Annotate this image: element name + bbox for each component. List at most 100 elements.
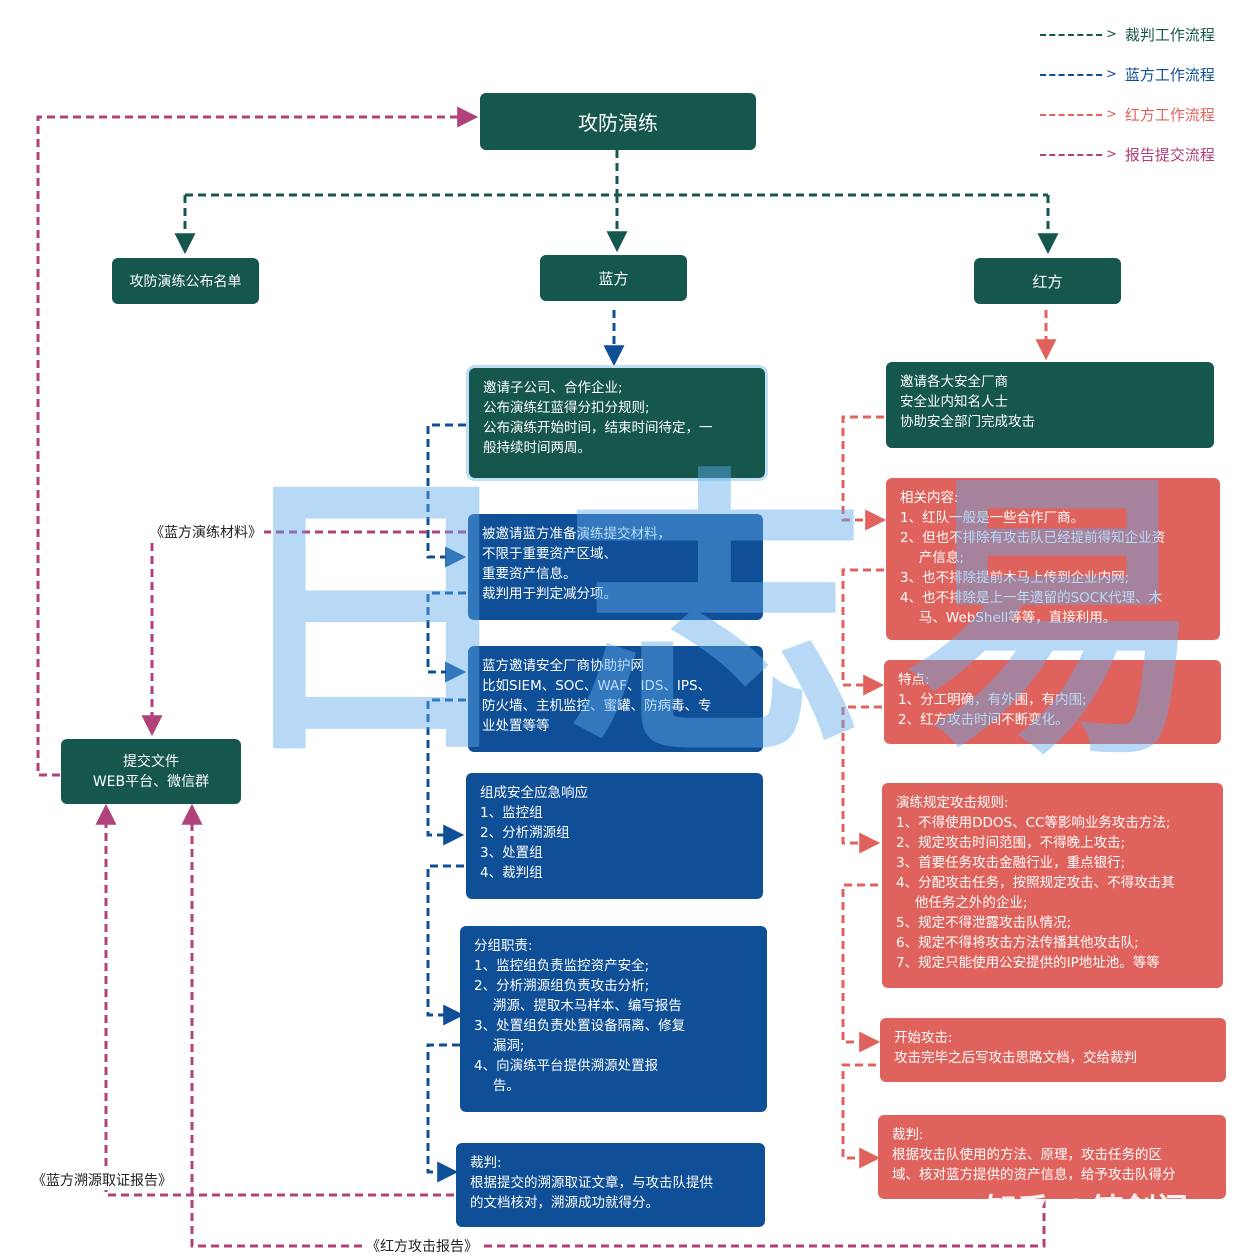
text-line: 他任务之外的企业; xyxy=(914,895,1028,911)
text-line: 防火墙、主机监控、蜜罐、防病毒、专 xyxy=(482,698,712,714)
text-line: 2、规定攻击时间范围，不得晚上攻击; xyxy=(896,835,1126,851)
text-line: 4、裁判组 xyxy=(480,865,543,881)
text-line: 的文档核对，溯源成功就得分。 xyxy=(470,1195,659,1211)
blue-vendors-box: 蓝方邀请安全厂商协助护网 比如SIEM、SOC、WAF、IDS、IPS、 防火墙… xyxy=(468,646,763,752)
legend-line-blue xyxy=(1040,73,1102,76)
connector-blue-step1 xyxy=(426,423,467,568)
text-line: 邀请子公司、合作企业; xyxy=(483,380,623,396)
text-line: 公布演练红蓝得分扣分规则; xyxy=(483,400,650,416)
text-line: 裁判: xyxy=(892,1127,924,1143)
text-line: 域、核对蓝方提供的资产信息，给予攻击队得分 xyxy=(892,1167,1176,1183)
text-line: 4、向演练平台提供溯源处置报 xyxy=(474,1058,659,1074)
connector-blue-trace-report xyxy=(95,803,454,1197)
legend-arrow-icon: > xyxy=(1106,27,1117,42)
text-line: 漏洞; xyxy=(492,1038,525,1054)
text-line: 安全业内知名人士 xyxy=(900,394,1008,410)
text-line: 裁判: xyxy=(470,1155,502,1171)
connector-red-step3 xyxy=(841,705,882,854)
text-line: 邀请各大安全厂商 xyxy=(900,374,1008,390)
text-line: 分组职责: xyxy=(474,938,533,954)
text-line: 协助安全部门完成攻击 xyxy=(900,414,1035,430)
legend-line-report xyxy=(1040,153,1102,156)
red-judge-box: 裁判: 根据攻击队使用的方法、原理，攻击任务的区 域、核对蓝方提供的资产信息，给… xyxy=(878,1115,1226,1199)
blue-invite-box: 邀请子公司、合作企业; 公布演练红蓝得分扣分规则; 公布演练开始时间，结束时间待… xyxy=(469,368,765,478)
legend-arrow-icon: > xyxy=(1106,147,1117,162)
text-line: 3、处置组负责处置设备隔离、修复 xyxy=(474,1018,686,1034)
connector-red-step4 xyxy=(841,883,881,1053)
text-line: 3、也不排除提前木马上传到企业内网; xyxy=(900,570,1130,586)
red-invite-box: 邀请各大安全厂商 安全业内知名人士 协助安全部门完成攻击 xyxy=(886,362,1214,448)
text-line: 马、WebShell等等，直接利用。 xyxy=(918,610,1117,626)
legend-red: > 红方工作流程 xyxy=(1040,104,1215,125)
text-line: 演练规定攻击规则: xyxy=(896,795,1009,811)
text-line: 2、红方攻击时间不断变化。 xyxy=(898,712,1069,728)
node-publish-list: 攻防演练公布名单 xyxy=(112,258,259,304)
legend-label-referee: 裁判工作流程 xyxy=(1124,26,1215,44)
red-related-box: 相关内容: 1、红队一般是一些合作厂商。 2、但也不排除有攻击队已经提前得知企业… xyxy=(886,478,1220,640)
text-line: 7、规定只能使用公安提供的IP地址池。等等 xyxy=(896,955,1160,971)
text-line: 告。 xyxy=(492,1078,520,1094)
submit-line: 提交文件 xyxy=(123,753,179,770)
legend-label-report: 报告提交流程 xyxy=(1124,146,1215,164)
blue-duties-box: 分组职责: 1、监控组负责监控资产安全; 2、分析溯源组负责攻击分析; 溯源、提… xyxy=(460,926,767,1112)
legend-report: > 报告提交流程 xyxy=(1040,144,1215,165)
node-blue-team: 蓝方 xyxy=(540,255,687,301)
connector-red-step1 xyxy=(841,415,887,531)
legend-line-red xyxy=(1040,113,1102,116)
blue-judge-box: 裁判: 根据提交的溯源取证文章，与攻击队提供 的文档核对，溯源成功就得分。 xyxy=(456,1143,765,1227)
text-line: 裁判用于判定减分项。 xyxy=(482,586,617,602)
text-line: 根据攻击队使用的方法、原理，攻击任务的区 xyxy=(892,1147,1162,1163)
legend-arrow-icon: > xyxy=(1106,67,1117,82)
legend-blue: > 蓝方工作流程 xyxy=(1040,64,1215,85)
text-line: 1、不得使用DDOS、CC等影响业务攻击方法; xyxy=(896,815,1171,831)
label-blue-trace-report: 《蓝方溯源取证报告》 xyxy=(30,1170,174,1190)
submit-line: WEB平台、微信群 xyxy=(92,773,210,790)
text-line: 4、分配攻击任务，按照规定攻击、不得攻击其 xyxy=(896,875,1175,891)
text-line: 3、处置组 xyxy=(480,845,543,861)
text-line: 2、分析溯源组负责攻击分析; xyxy=(474,978,650,994)
text-line: 6、规定不得将攻击方法传播其他攻击队; xyxy=(896,935,1139,951)
red-rules-box: 演练规定攻击规则: 1、不得使用DDOS、CC等影响业务攻击方法; 2、规定攻击… xyxy=(882,783,1223,988)
text-line: 根据提交的溯源取证文章，与攻击队提供 xyxy=(470,1175,713,1191)
connector-red-step2 xyxy=(841,568,885,696)
text-line: 1、分工明确，有外围，有内围; xyxy=(898,692,1087,708)
text-line: 攻击完毕之后写攻击思路文档，交给裁判 xyxy=(894,1050,1137,1066)
node-red-team: 红方 xyxy=(974,258,1121,304)
text-line: 被邀请蓝方准备演练提交材料， xyxy=(482,526,671,542)
text-line: 般持续时间两周。 xyxy=(483,440,591,456)
connector-submit-to-main xyxy=(36,106,479,777)
node-submit: 提交文件 WEB平台、微信群 xyxy=(61,739,241,804)
text-line: 业处置等等 xyxy=(482,718,550,734)
text-line: 比如SIEM、SOC、WAF、IDS、IPS、 xyxy=(482,678,712,694)
text-line: 2、但也不排除有攻击队已经提前得知企业资 xyxy=(900,530,1166,546)
text-line: 开始攻击: xyxy=(894,1030,953,1046)
text-line: 不限于重要资产区域、 xyxy=(482,546,617,562)
connector-red-step5 xyxy=(841,1063,881,1169)
text-line: 4、也不排除是上一年遗留的SOCK代理、木 xyxy=(900,590,1163,606)
text-line: 溯源、提取木马样本、编写报告 xyxy=(492,998,682,1014)
watermark-text: 日志易 xyxy=(225,445,1245,794)
connector-blue-step3 xyxy=(426,698,466,846)
text-line: 重要资产信息。 xyxy=(482,566,577,582)
text-line: 蓝方邀请安全厂商协助护网 xyxy=(482,658,644,674)
text-line: 公布演练开始时间，结束时间待定，一 xyxy=(483,420,713,436)
connector-red-attack-report xyxy=(181,803,1046,1248)
node-main-exercise: 攻防演练 xyxy=(480,93,756,150)
corner-watermark: 知乎 @铸剑阁 xyxy=(985,1191,1189,1229)
text-line: 3、首要任务攻击金融行业，重点银行; xyxy=(896,855,1126,871)
text-line: 产信息; xyxy=(918,550,964,566)
legend-arrow-icon: > xyxy=(1106,107,1117,122)
text-line: 组成安全应急响应 xyxy=(480,785,588,801)
text-line: 特点: xyxy=(898,672,930,688)
text-line: 1、红队一般是一些合作厂商。 xyxy=(900,510,1085,526)
red-start-box: 开始攻击: 攻击完毕之后写攻击思路文档，交给裁判 xyxy=(880,1018,1226,1082)
label-blue-materials: 《蓝方演练材料》 xyxy=(148,522,264,542)
connector-blue-step2 xyxy=(426,591,467,683)
blue-materials-box: 被邀请蓝方准备演练提交材料， 不限于重要资产区域、 重要资产信息。 裁判用于判定… xyxy=(468,514,763,620)
blue-response-box: 组成安全应急响应 1、监控组 2、分析溯源组 3、处置组 4、裁判组 xyxy=(466,773,763,899)
connector-blue-step5 xyxy=(426,1043,460,1183)
legend-referee: > 裁判工作流程 xyxy=(1040,24,1215,45)
connector-blue-step4 xyxy=(426,864,465,1026)
